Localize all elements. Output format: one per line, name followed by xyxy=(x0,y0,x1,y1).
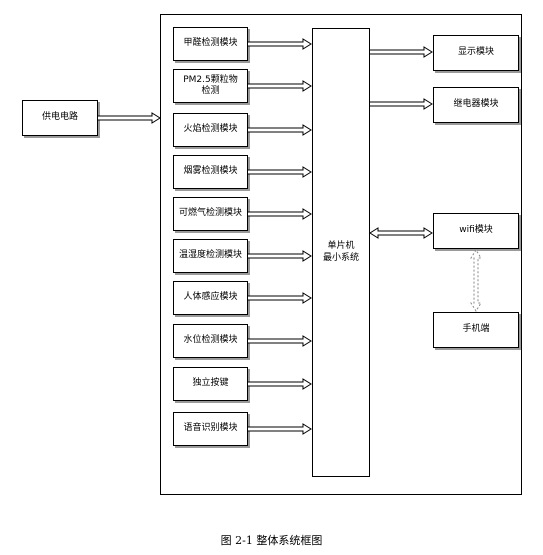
sensor-arrow xyxy=(248,166,312,178)
sensor-arrow xyxy=(248,208,312,220)
sensor-box-water-level: 水位检测模块 xyxy=(173,324,248,358)
sensor-label: 水位检测模块 xyxy=(183,335,238,346)
wifi-module-label: wifi模块 xyxy=(459,225,493,236)
sensor-label: 人体感应模块 xyxy=(183,292,238,303)
sensor-box-human-presence: 人体感应模块 xyxy=(173,281,248,315)
sensor-label: 烟雾检测模块 xyxy=(183,166,238,177)
sensor-box-pm25: PM2.5颗粒物 检测 xyxy=(173,69,248,103)
mcu-label: 单片机 xyxy=(327,241,355,252)
sensor-label: 温湿度检测模块 xyxy=(178,250,242,261)
mcu-box: 单片机 最小系统 xyxy=(312,28,370,477)
sensor-arrow xyxy=(248,124,312,136)
display-module-label: 显示模块 xyxy=(457,47,494,58)
system-enclosure xyxy=(160,14,522,495)
sensor-arrow xyxy=(248,423,312,435)
sensor-arrow xyxy=(248,292,312,304)
sensor-label: 独立按键 xyxy=(192,378,229,389)
sensor-label: PM2.5颗粒物 xyxy=(183,74,238,85)
sensor-box-temp-humidity: 温湿度检测模块 xyxy=(173,239,248,273)
sensor-label: 语音识别模块 xyxy=(183,423,238,434)
wifi-phone-arrow xyxy=(470,249,482,312)
sensor-box-combustible-gas: 可燃气检测模块 xyxy=(173,197,248,231)
sensor-box-key: 独立按键 xyxy=(173,367,248,401)
figure-caption: 图 2-1 整体系统框图 xyxy=(220,534,323,547)
sensor-label: 可燃气检测模块 xyxy=(178,208,242,219)
sensor-label: 检测 xyxy=(201,86,220,96)
mcu-label: 最小系统 xyxy=(322,252,359,263)
power-arrow xyxy=(98,112,161,124)
sensor-box-smoke: 烟雾检测模块 xyxy=(173,155,248,189)
sensor-label: 火焰检测模块 xyxy=(183,124,238,135)
power-supply-label: 供电电路 xyxy=(41,112,78,123)
display-module-box: 显示模块 xyxy=(433,35,519,71)
phone-box: 手机端 xyxy=(433,312,519,348)
sensor-label: 甲醛检测模块 xyxy=(183,38,238,49)
sensor-arrow xyxy=(248,378,312,390)
sensor-box-voice: 语音识别模块 xyxy=(173,412,248,446)
relay-module-label: 继电器模块 xyxy=(453,99,499,110)
sensor-box-flame: 火焰检测模块 xyxy=(173,113,248,147)
wifi-arrow xyxy=(369,227,433,239)
sensor-arrow xyxy=(248,250,312,262)
relay-arrow xyxy=(370,98,433,110)
sensor-arrow xyxy=(248,38,312,50)
display-arrow xyxy=(370,46,433,58)
sensor-box-formaldehyde: 甲醛检测模块 xyxy=(173,27,248,61)
phone-label: 手机端 xyxy=(462,324,490,335)
wifi-module-box: wifi模块 xyxy=(433,213,519,249)
sensor-arrow xyxy=(248,335,312,347)
relay-module-box: 继电器模块 xyxy=(433,87,519,123)
sensor-arrow xyxy=(248,80,312,92)
power-supply-box: 供电电路 xyxy=(22,100,98,136)
